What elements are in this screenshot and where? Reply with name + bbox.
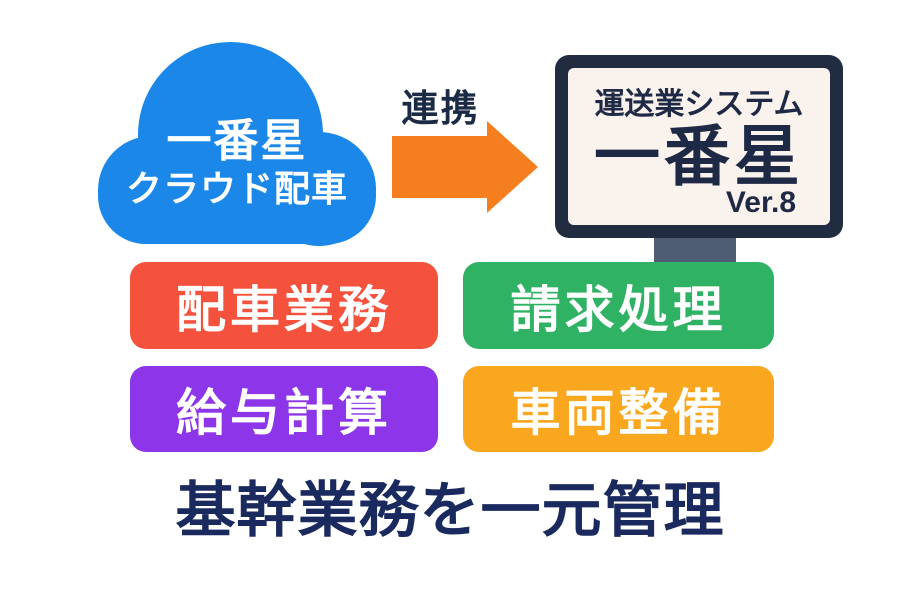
arrow-right-icon	[392, 121, 538, 213]
cloud-shape	[138, 42, 323, 227]
monitor-product-name: 一番星	[594, 119, 804, 193]
caption-title: 基幹業務を一元管理	[175, 477, 725, 544]
module-dispatch: 配車業務	[130, 262, 438, 349]
module-billing: 請求処理	[463, 262, 774, 349]
cloud-service-name: クラウド配車	[125, 167, 348, 209]
cloud-shape	[98, 136, 206, 244]
module-payroll: 給与計算	[130, 366, 438, 452]
cloud-label: 一番星 クラウド配車	[98, 116, 376, 208]
monitor-screen: 運送業システム 一番星 Ver.8	[568, 68, 830, 225]
module-vehicle-maintenance: 車両整備	[463, 366, 774, 452]
cloud-product-name: 一番星	[166, 115, 308, 166]
monitor-icon: 運送業システム 一番星 Ver.8	[555, 55, 843, 238]
arrow-shape	[392, 121, 538, 213]
cloud-shape	[98, 148, 376, 244]
link-label: 連携	[401, 88, 480, 129]
monitor-version: Ver.8	[725, 186, 796, 220]
cloud-shape	[262, 132, 376, 246]
monitor-system-type: 運送業システム	[594, 88, 804, 121]
